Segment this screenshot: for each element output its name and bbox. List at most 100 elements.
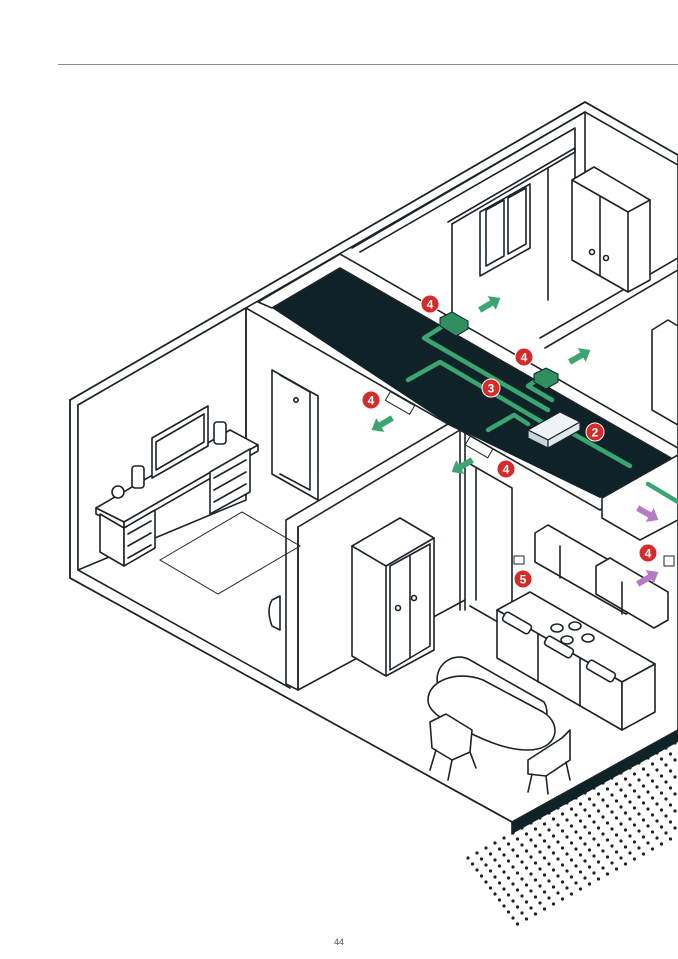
shadow-dot	[632, 857, 637, 861]
shadow-dot	[619, 788, 623, 792]
shadow-dot	[515, 871, 520, 875]
shadow-dot	[619, 839, 623, 843]
shadow-dot	[565, 886, 569, 890]
shadow-dot	[664, 763, 668, 767]
badge-control-panel: 5	[513, 569, 533, 589]
shadow-dot	[605, 787, 610, 791]
shadow-dot	[506, 842, 511, 846]
supply-airflow-arrow	[478, 296, 501, 313]
shadow-dot	[538, 850, 542, 854]
shadow-dot	[628, 783, 632, 787]
shadow-dot	[533, 861, 538, 865]
shadow-dot	[673, 758, 677, 762]
shadow-dot	[560, 880, 565, 884]
shadow-dot	[614, 867, 619, 871]
shadow-dot	[628, 800, 632, 804]
badge-valve-living-room: 4	[361, 390, 381, 410]
shadow-dot	[587, 797, 592, 801]
badge-label: 4	[645, 547, 652, 561]
shadow-dot	[565, 818, 569, 822]
shadow-dot	[511, 882, 515, 886]
shadow-dot	[506, 859, 511, 863]
shadow-dot	[605, 821, 610, 825]
grille-kitchen	[663, 555, 675, 567]
shadow-dot	[601, 815, 605, 819]
shadow-dot	[502, 887, 506, 891]
shadow-dot	[578, 819, 583, 823]
shadow-dot	[601, 849, 605, 853]
shadow-dot	[538, 884, 542, 888]
shadow-dot	[673, 792, 677, 796]
shadow-dot	[641, 767, 646, 771]
shadow-dot	[650, 762, 655, 766]
shadow-dot	[623, 862, 628, 866]
shadow-dot	[515, 905, 520, 909]
shadow-dot	[547, 828, 551, 832]
shadow-dot	[610, 793, 614, 797]
shadow-dot	[583, 825, 587, 829]
shadow-dot	[533, 912, 538, 916]
shadow-dot	[605, 804, 610, 808]
shadow-dot	[664, 780, 668, 784]
shadow-dot	[619, 822, 623, 826]
grille-living	[384, 390, 416, 416]
shadow-dot	[605, 872, 610, 876]
shadow-dot	[623, 845, 628, 849]
shadow-dot	[529, 889, 533, 893]
shadow-dot	[664, 831, 668, 835]
shadow-dot	[520, 877, 524, 881]
shadow-dot	[628, 851, 632, 855]
shadow-dot	[556, 857, 560, 861]
shadow-dot	[623, 811, 628, 815]
shadow-dot	[565, 869, 569, 873]
shadow-dot	[520, 860, 524, 864]
shadow-dot	[515, 854, 520, 858]
shadow-dot	[466, 856, 470, 860]
shadow-dot	[655, 802, 659, 806]
shadow-dot	[668, 820, 673, 824]
shadow-dot	[632, 840, 637, 844]
supply-valve-bedroom-2	[533, 367, 559, 390]
shadow-dot	[560, 897, 565, 901]
shadow-dot	[520, 911, 524, 915]
shadow-dot	[641, 835, 646, 839]
shadow-dot	[502, 853, 506, 857]
shadow-dot	[574, 881, 578, 885]
rug	[159, 511, 301, 595]
badge-label: 4	[427, 298, 434, 312]
shadow-dot	[520, 843, 524, 847]
shadow-dot	[578, 853, 583, 857]
shadow-dot	[542, 822, 547, 826]
shadow-dot	[619, 856, 623, 860]
shadow-dot	[488, 869, 493, 873]
shadow-dot	[637, 812, 641, 816]
shadow-dot	[551, 885, 556, 889]
grille-dining	[464, 435, 494, 459]
shadow-dot	[475, 868, 479, 872]
shadow-dot	[587, 882, 592, 886]
shadow-dot	[574, 813, 578, 817]
shadow-dot	[542, 873, 547, 877]
shadow-dot	[632, 772, 637, 776]
tv-desk	[95, 405, 259, 567]
shadow-dot	[641, 818, 646, 822]
shadow-dot	[542, 839, 547, 843]
shadow-dot	[637, 778, 641, 782]
badge-valve-kitchen-extract: 4	[638, 543, 658, 563]
shadow-dot	[574, 830, 578, 834]
shadow-dot	[493, 875, 497, 879]
shadow-dot	[506, 910, 511, 914]
badge-valve-bedroom-right: 4	[514, 347, 534, 367]
shadow-dot	[664, 814, 668, 818]
badge-ventilation-unit: 2	[585, 422, 605, 442]
shadow-dot	[533, 878, 538, 882]
shadow-dot	[493, 858, 497, 862]
shadow-dot	[592, 854, 596, 858]
shadow-dot	[668, 803, 673, 807]
shadow-dot	[560, 863, 565, 867]
shadow-dot	[668, 837, 673, 841]
supply-airflow-arrow	[371, 415, 394, 432]
chair-back	[268, 595, 281, 631]
badge-duct-network: 3	[481, 378, 501, 398]
